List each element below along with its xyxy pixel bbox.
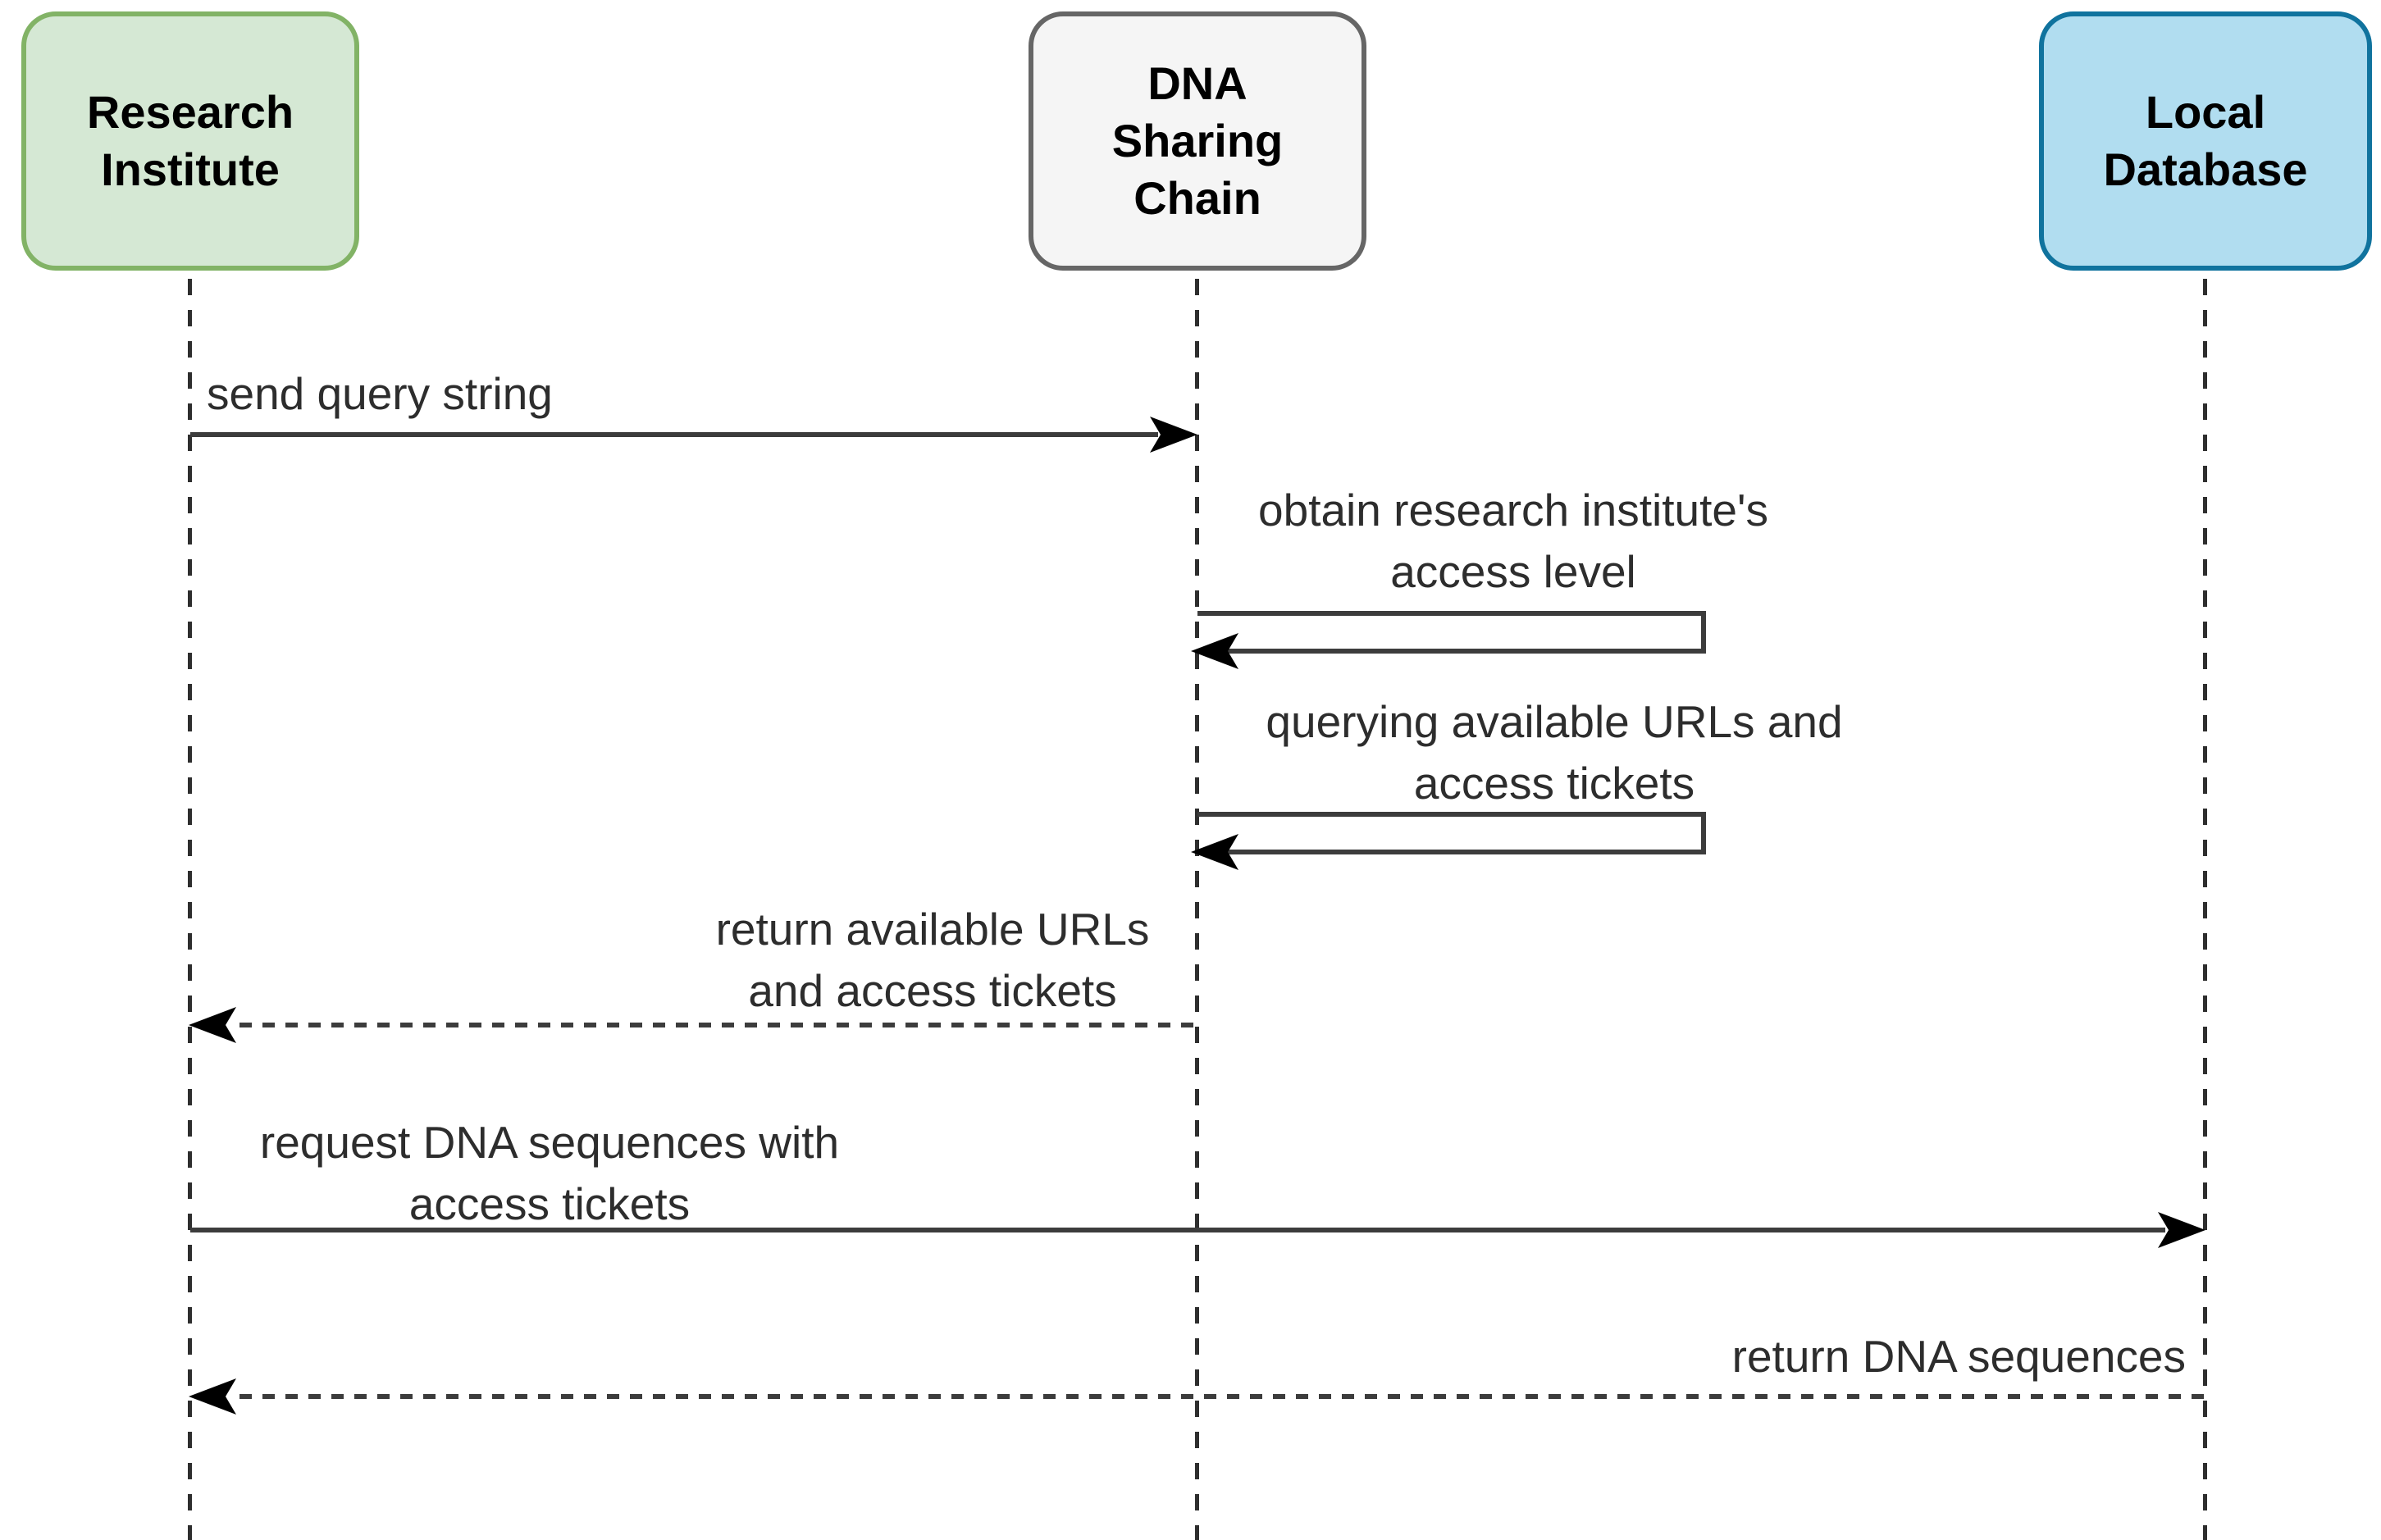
message-label-send-query-string: send query string xyxy=(207,368,553,419)
self-loop-obtain-access-level xyxy=(1197,611,1706,654)
arrowhead-left-return-dna xyxy=(189,1378,236,1415)
actor-box-dna-sharing-chain: DNA Sharing Chain xyxy=(1029,11,1366,271)
message-line-send-query-string xyxy=(190,432,1158,437)
message-label-return-urls: return available URLs and access tickets xyxy=(715,904,1150,1016)
self-loop-querying-urls xyxy=(1197,812,1706,854)
arrowhead-left-obtain-access-level xyxy=(1191,633,1238,669)
message-line-return-urls xyxy=(239,1023,1197,1027)
message-label-obtain-access-level: obtain research institute's access level xyxy=(1258,485,1768,597)
message-line-request-dna xyxy=(190,1228,2165,1232)
lifeline-local-database xyxy=(2203,279,2207,1540)
message-label-request-dna: request DNA sequences with access ticket… xyxy=(259,1117,840,1229)
arrowhead-right-send-query-string xyxy=(1150,417,1197,453)
arrowhead-left-querying-urls xyxy=(1191,834,1238,870)
message-line-return-dna xyxy=(239,1394,2205,1399)
message-label-return-dna: return DNA sequences xyxy=(1731,1331,2186,1382)
actor-label-local-database: Local Database xyxy=(2103,86,2308,195)
message-label-querying-urls: querying available URLs and access ticke… xyxy=(1266,696,1843,809)
arrowhead-right-request-dna xyxy=(2158,1212,2205,1248)
actor-box-local-database: Local Database xyxy=(2039,11,2372,271)
lifeline-research-institute xyxy=(188,279,192,1540)
actor-label-research-institute: Research Institute xyxy=(86,86,294,195)
arrowhead-left-return-urls xyxy=(189,1007,236,1043)
actor-box-research-institute: Research Institute xyxy=(21,11,359,271)
actor-label-dna-sharing-chain: DNA Sharing Chain xyxy=(1111,57,1284,224)
lifeline-dna-sharing-chain xyxy=(1195,279,1199,1540)
